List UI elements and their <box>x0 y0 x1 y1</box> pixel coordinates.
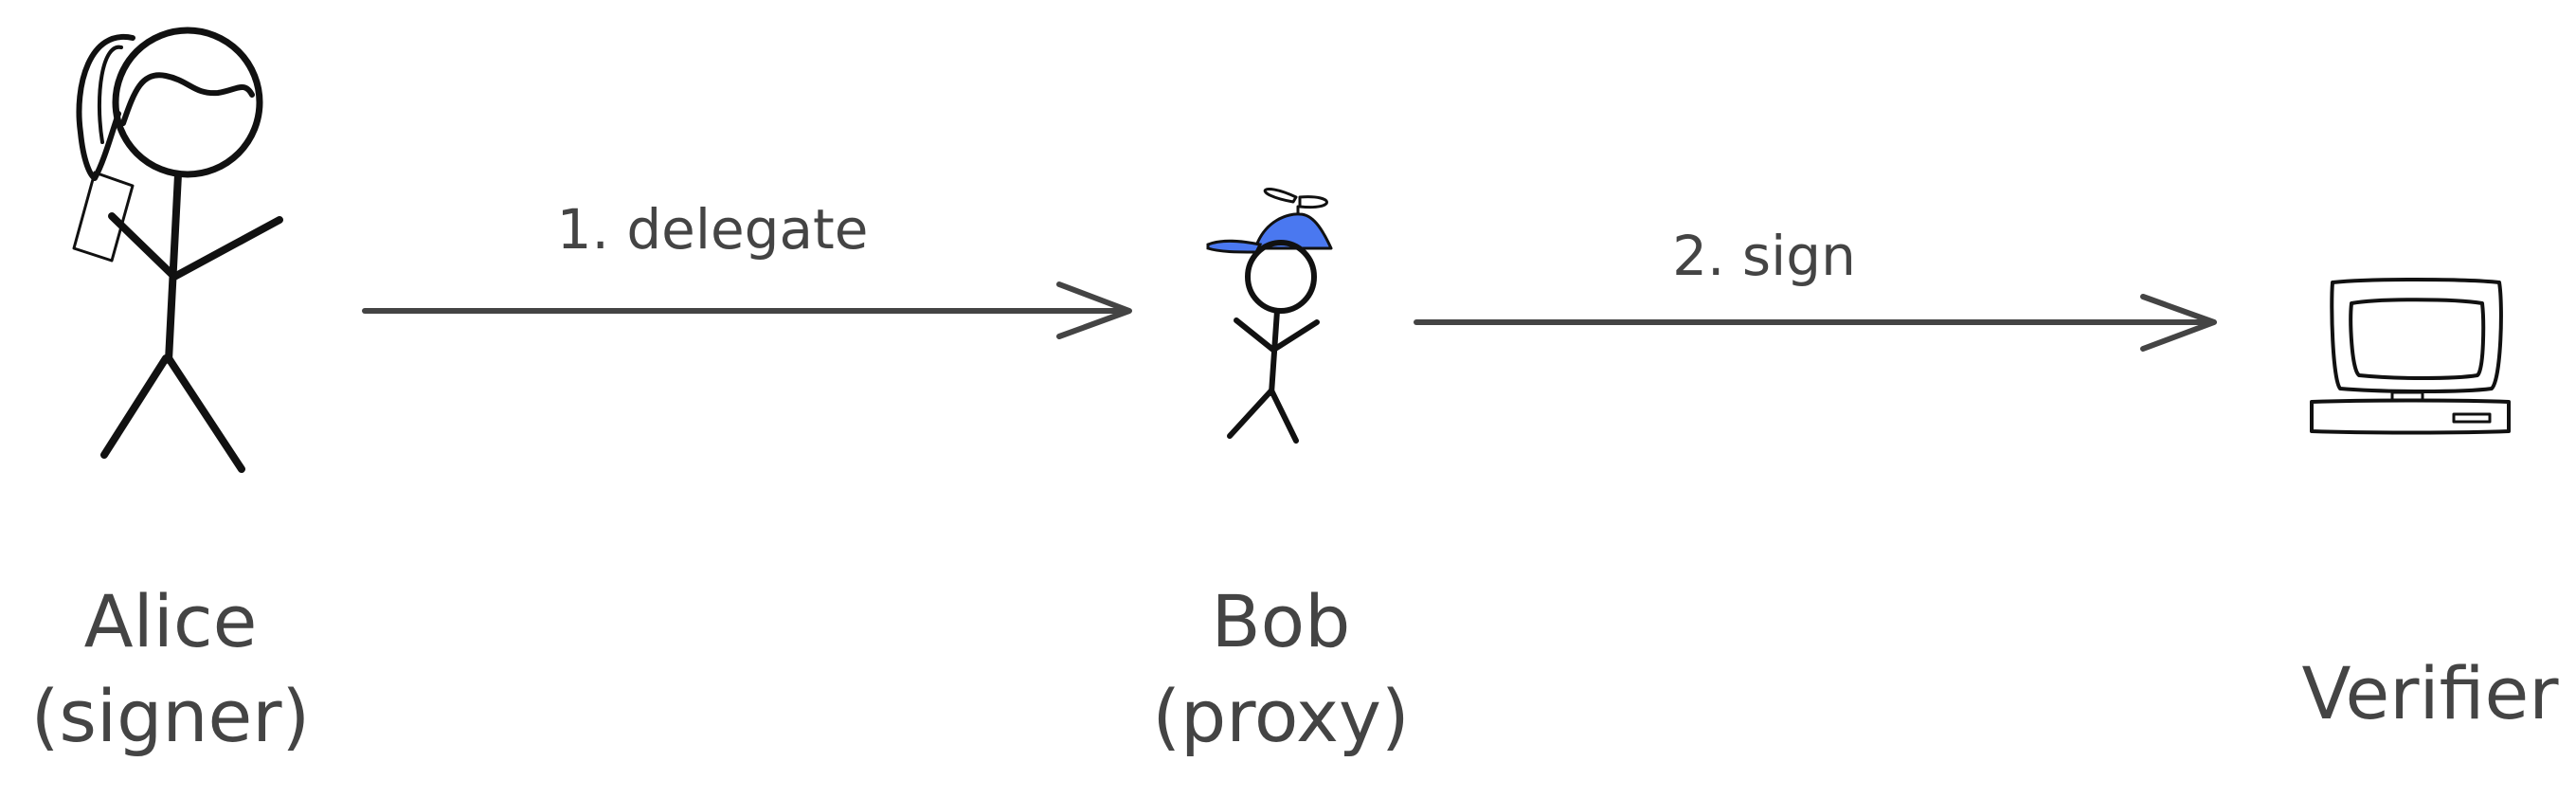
bob-figure <box>1206 188 1333 444</box>
bob-name-label: Bob <box>1212 579 1351 663</box>
verifier-name-label: Verifier <box>2301 651 2559 735</box>
propeller-cap-icon <box>1253 212 1333 250</box>
bob-role-label: (proxy) <box>1152 674 1409 758</box>
alice-role-label: (signer) <box>31 674 310 758</box>
sign-arrow <box>1414 294 2217 352</box>
alice-figure <box>72 27 283 473</box>
delegate-edge-label: 1. delegate <box>557 197 869 262</box>
computer-icon <box>2310 278 2511 435</box>
delegate-arrow <box>362 281 1132 339</box>
alice-name-label: Alice <box>84 579 258 663</box>
sign-edge-label: 2. sign <box>1672 224 1856 288</box>
